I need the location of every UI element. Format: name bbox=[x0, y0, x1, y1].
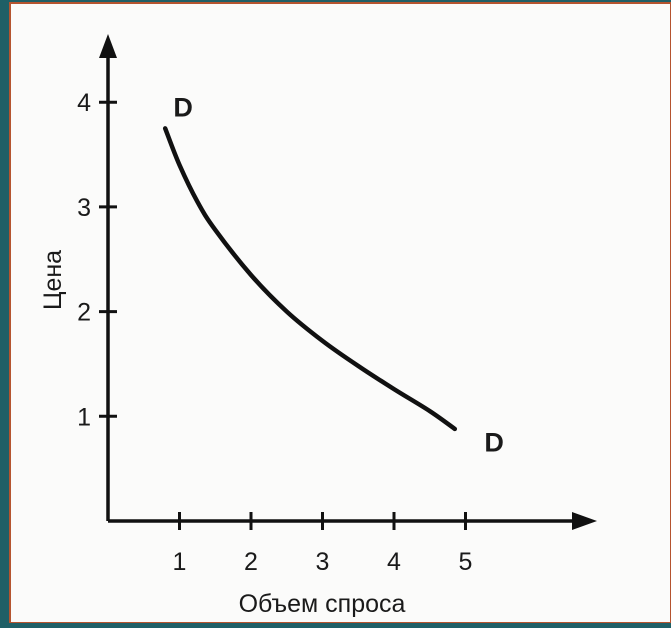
x-tick-label: 2 bbox=[244, 548, 258, 576]
y-tick-label: 1 bbox=[77, 403, 91, 431]
axes bbox=[99, 34, 597, 530]
y-tick-label: 3 bbox=[77, 194, 91, 222]
ticks: 1 2 3 4 5 1 2 3 4 bbox=[77, 89, 472, 576]
y-tick-label: 2 bbox=[77, 299, 91, 327]
x-axis-label: Объем спроса bbox=[239, 590, 406, 618]
x-tick-label: 1 bbox=[173, 548, 187, 576]
curve-label-d: D bbox=[484, 427, 504, 457]
y-tick-label: 4 bbox=[77, 89, 91, 117]
x-tick-label: 5 bbox=[459, 548, 473, 576]
y-axis-label: Цена bbox=[39, 250, 67, 310]
demand-curve bbox=[162, 126, 458, 432]
curve-labels: DD bbox=[173, 92, 504, 457]
x-tick-label: 4 bbox=[387, 548, 401, 576]
y-axis-arrow bbox=[99, 34, 117, 58]
series-layer bbox=[162, 126, 458, 432]
curve-label-d: D bbox=[173, 92, 193, 122]
x-axis-arrow bbox=[572, 512, 597, 530]
x-tick-label: 3 bbox=[316, 548, 330, 576]
